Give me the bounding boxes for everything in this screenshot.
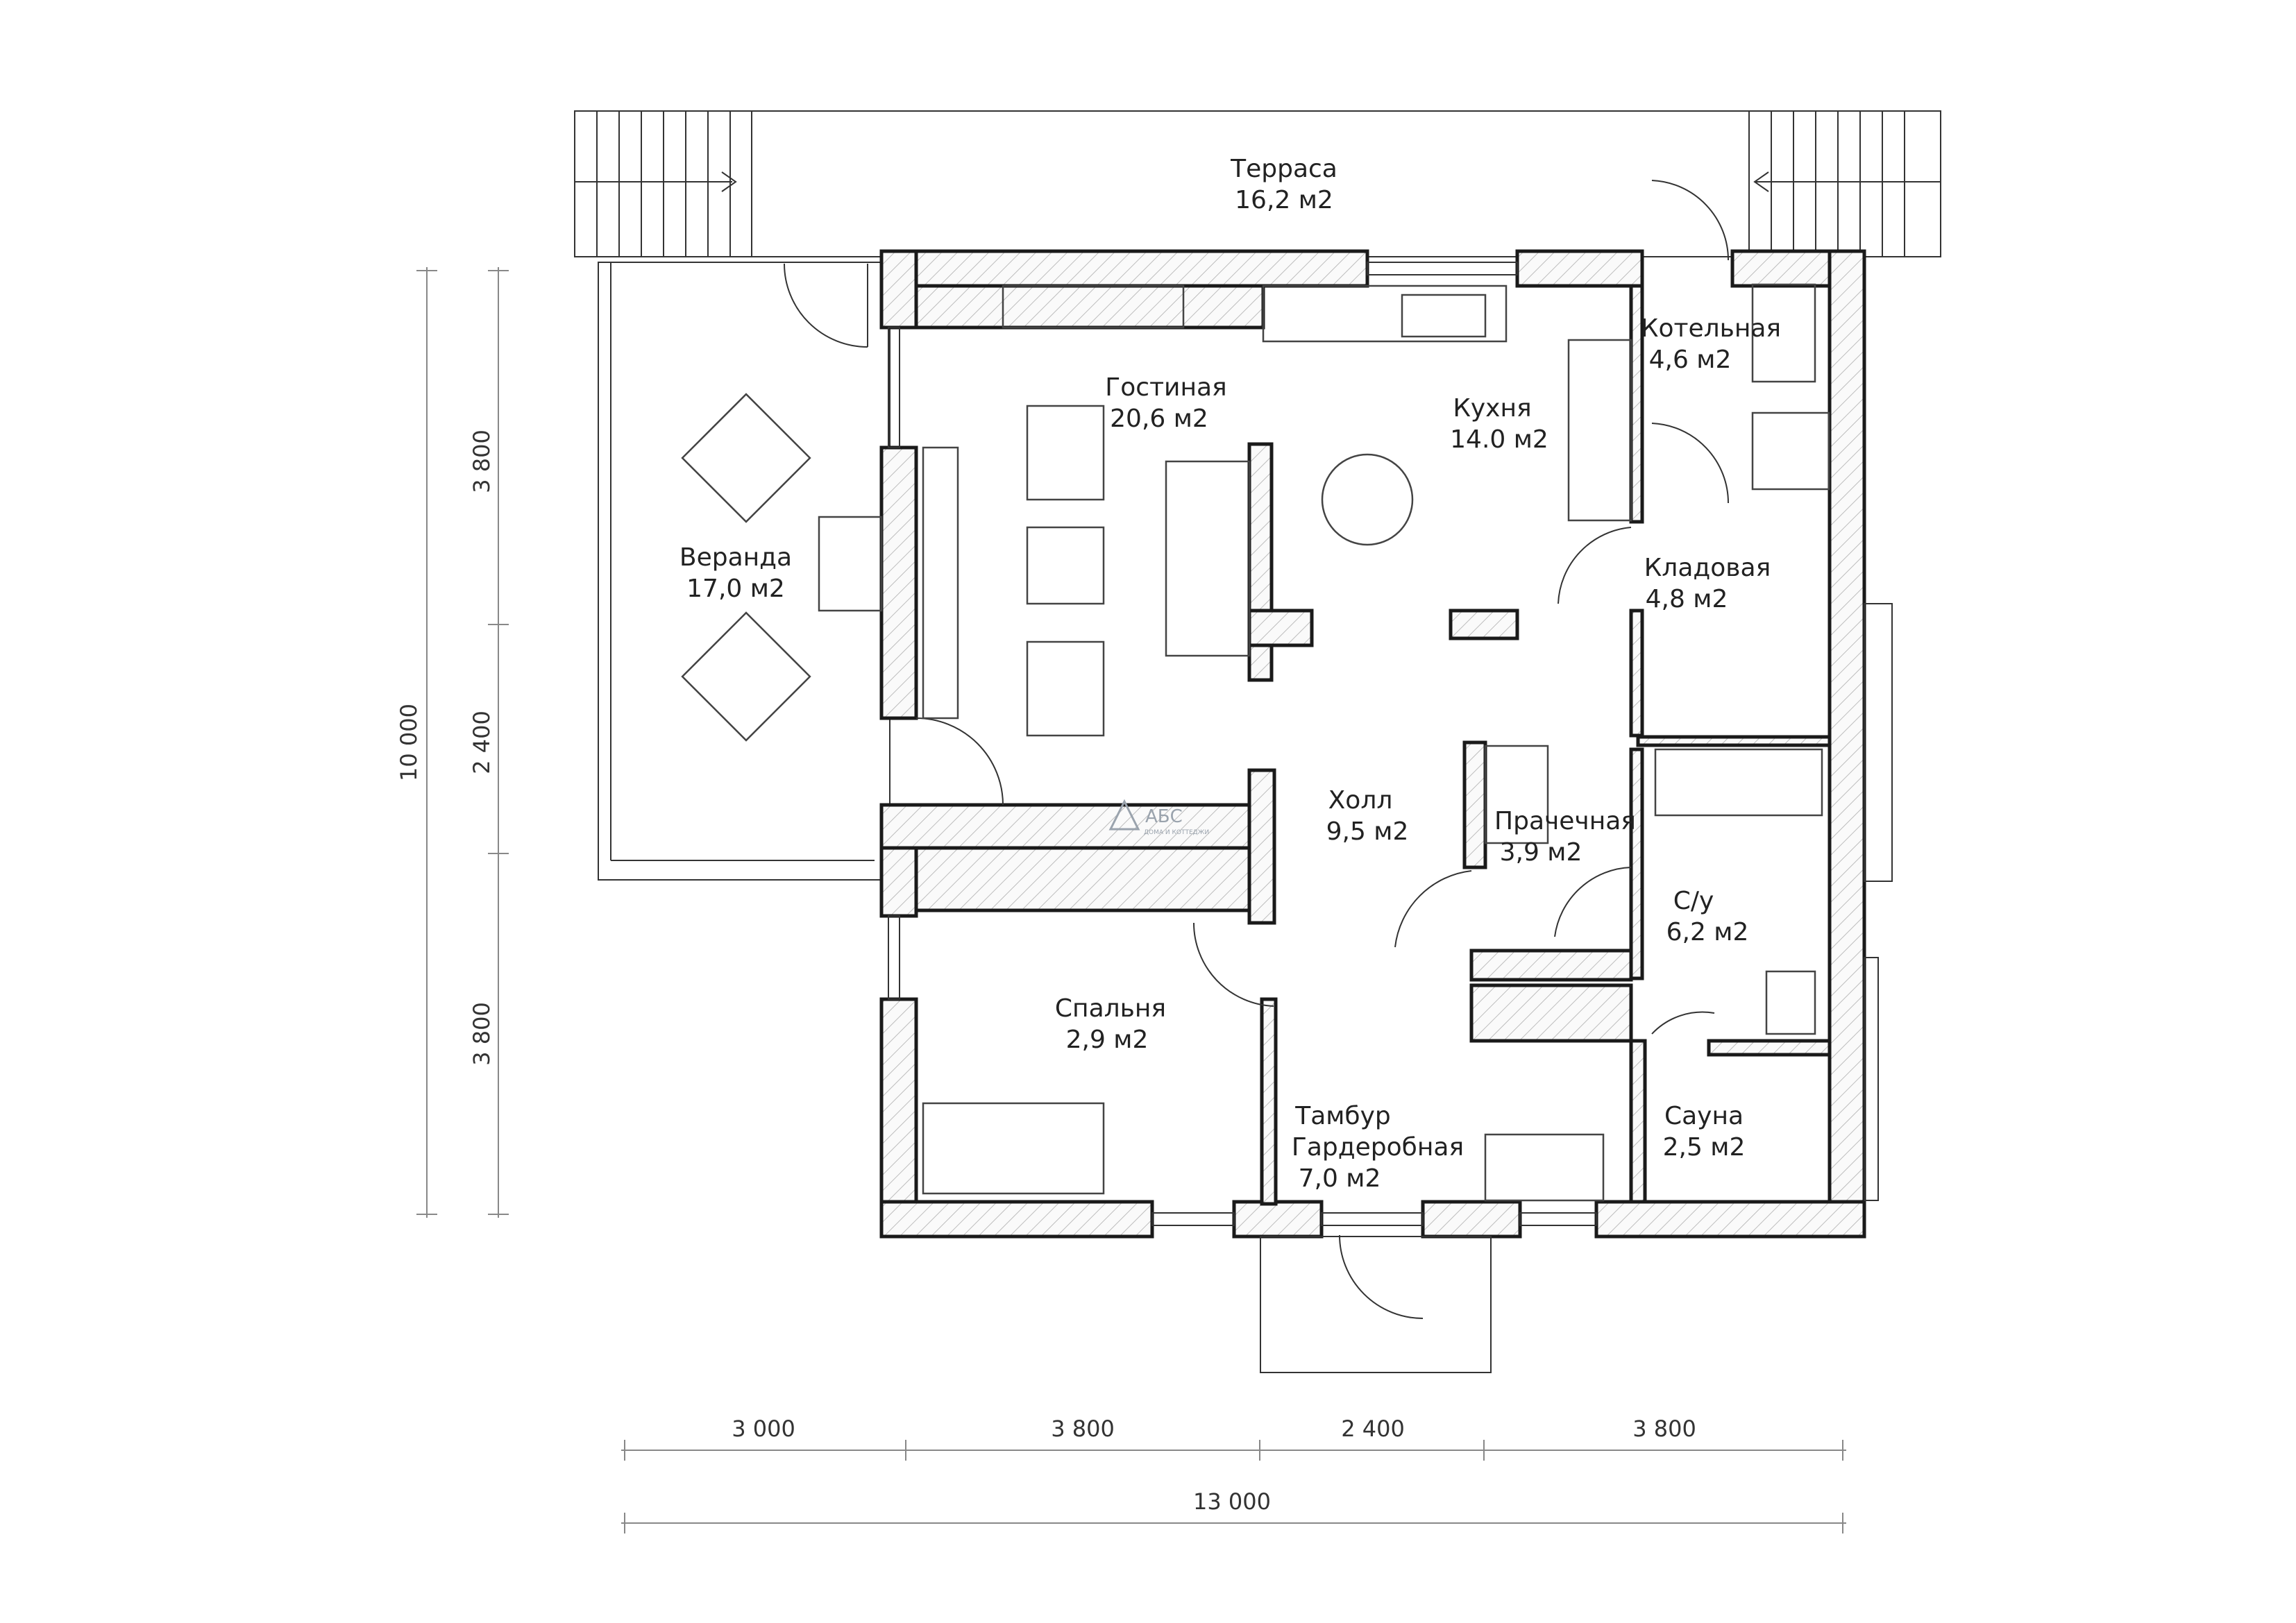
room-storage-area: 4,8 м2 <box>1646 585 1728 613</box>
room-terrace-area: 16,2 м2 <box>1235 186 1333 214</box>
room-boiler-area: 4,6 м2 <box>1649 346 1732 374</box>
room-laundry-name: Прачечная <box>1494 807 1636 835</box>
dim-left-1: 3 800 <box>469 430 495 493</box>
dim-total-width: 13 000 <box>1193 1488 1271 1515</box>
room-storage-name: Кладовая <box>1644 554 1771 582</box>
room-terrace-name: Терраса <box>1230 155 1337 183</box>
room-sauna-name: Сауна <box>1664 1102 1744 1130</box>
terrace-stairs-left <box>574 110 752 257</box>
logo-triangle-icon <box>1108 799 1140 831</box>
room-bathroom-area: 6,2 м2 <box>1666 918 1749 946</box>
room-bathroom-name: С/у <box>1673 887 1714 915</box>
room-hall-area: 9,5 м2 <box>1326 817 1409 846</box>
furniture <box>681 283 1830 1202</box>
room-wardrobe-name: Гардеробная <box>1292 1133 1464 1162</box>
doors <box>784 180 1730 1319</box>
room-living-name: Гостиная <box>1105 373 1226 402</box>
room-kitchen-area: 14.0 м2 <box>1450 425 1548 454</box>
dim-bottom-1: 3 000 <box>732 1416 795 1442</box>
dimensions-left: 3 800 2 400 3 800 10 000 <box>396 267 509 1218</box>
windows <box>888 262 1893 1226</box>
room-bedroom-name: Спальня <box>1055 994 1166 1023</box>
room-boiler-name: Котельная <box>1641 314 1781 343</box>
dim-bottom-4: 3 800 <box>1632 1416 1696 1442</box>
room-sauna-area: 2,5 м2 <box>1663 1133 1746 1162</box>
room-veranda-area: 17,0 м2 <box>686 575 785 603</box>
terrace-stairs-right <box>1748 110 1941 257</box>
room-bedroom-area: 2,9 м2 <box>1066 1026 1149 1054</box>
room-vestibule-name: Тамбур <box>1294 1102 1391 1130</box>
dim-bottom-2: 3 800 <box>1051 1416 1115 1442</box>
interior-walls <box>879 284 1832 1206</box>
dim-bottom-3: 2 400 <box>1341 1416 1405 1442</box>
company-logo: АБС ДОМА И КОТТЕДЖИ <box>1108 799 1209 836</box>
dim-left-2: 2 400 <box>469 711 495 774</box>
room-veranda-name: Веранда <box>679 543 792 572</box>
room-kitchen-name: Кухня <box>1453 394 1531 423</box>
porch <box>1260 1236 1492 1373</box>
room-vestibule-area: 7,0 м2 <box>1299 1164 1381 1193</box>
room-labels: Терраса 16,2 м2 Веранда 17,0 м2 Гостиная… <box>679 155 1781 1193</box>
room-laundry-area: 3,9 м2 <box>1500 838 1582 867</box>
logo-brand: АБС <box>1145 806 1183 827</box>
dim-total-height: 10 000 <box>396 704 422 781</box>
room-hall-name: Холл <box>1328 786 1393 815</box>
dim-left-3: 3 800 <box>469 1002 495 1066</box>
room-living-area: 20,6 м2 <box>1110 405 1208 433</box>
logo-tagline: ДОМА И КОТТЕДЖИ <box>1144 829 1209 836</box>
dimensions-bottom: 3 000 3 800 2 400 3 800 13 000 <box>621 1416 1846 1533</box>
